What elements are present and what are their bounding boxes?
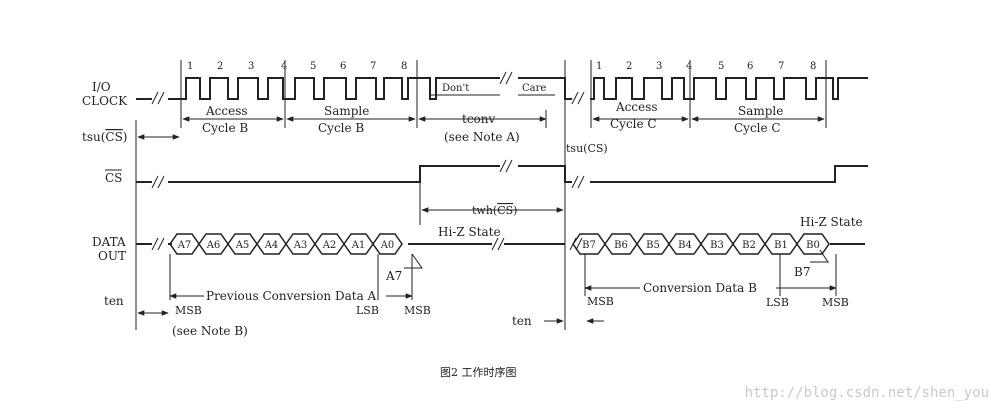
- msb-label-b2: MSB: [822, 296, 849, 309]
- clock-number: 2: [217, 61, 223, 72]
- clock-number: 4: [686, 61, 692, 72]
- access-cycle-b-line2: Cycle B: [202, 121, 248, 135]
- tsu-cs-right-label: tsu(CS): [566, 142, 608, 155]
- bus-b-segments: B7 B6 B5 B4 B3 B2 B1 B0: [572, 233, 830, 255]
- twh-label: twh(CS): [472, 204, 517, 217]
- access-cycle-c-line1: Access: [615, 100, 658, 114]
- sample-cycle-b-line2: Cycle B: [318, 121, 364, 135]
- dont-care-right: Care: [522, 83, 546, 94]
- clock-number: 5: [310, 61, 316, 72]
- bus-a-label: A5: [235, 240, 250, 251]
- bus-b-label: B6: [614, 240, 628, 251]
- tsu-cs-left-label: tsu(CS): [82, 130, 127, 144]
- access-cycle-b-line1: Access: [205, 104, 248, 118]
- io-clock-label-line1: I/O: [92, 80, 111, 94]
- sample-cycle-b-line1: Sample: [324, 104, 369, 118]
- figure-caption: 图2 工作时序图: [440, 365, 517, 379]
- clock-number: 7: [778, 61, 784, 72]
- bus-b-label: B5: [646, 240, 660, 251]
- prev-data-a-label: Previous Conversion Data A: [206, 289, 377, 303]
- access-cycle-c-line2: Cycle C: [610, 117, 657, 131]
- bus-b-label: B3: [710, 240, 724, 251]
- bus-b-segment: [796, 233, 830, 255]
- bus-a-label: A3: [293, 240, 308, 251]
- note-a-label: (see Note A): [444, 130, 520, 144]
- a7-pointer: [404, 253, 423, 269]
- sample-cycle-c-line1: Sample: [738, 104, 783, 118]
- bus-a-label: A2: [322, 240, 337, 251]
- note-b-label: (see Note B): [172, 324, 248, 338]
- bus-b-label: B0: [806, 240, 820, 251]
- lsb-label-a: LSB: [356, 304, 379, 317]
- clock-numbers-first: 1 2 3 4 5 6 7 8: [187, 61, 407, 72]
- watermark: http://blog.csdn.net/shen_you: [744, 385, 989, 401]
- bus-a-label: A0: [380, 240, 395, 251]
- msb-label-b: MSB: [587, 295, 614, 308]
- bus-b-label: B2: [742, 240, 756, 251]
- bus-b-label: B1: [774, 240, 788, 251]
- break-mark-icon: [151, 159, 585, 189]
- bus-b-label: B4: [678, 240, 692, 251]
- b7-marker-label: B7: [794, 265, 810, 279]
- cycle-markers: [180, 60, 827, 330]
- bus-a-segment: [372, 233, 403, 255]
- hiz-state-label-2: Hi-Z State: [800, 215, 863, 229]
- ten-right-label: ten: [512, 314, 532, 328]
- clock-number: 6: [340, 61, 346, 72]
- clock-number: 8: [810, 61, 816, 72]
- a7-marker-label: A7: [385, 269, 402, 283]
- data-out-label-line1: DATA: [92, 235, 126, 249]
- io-clock-label-line2: CLOCK: [82, 94, 128, 108]
- clock-number: 8: [401, 61, 407, 72]
- bus-a-label: A1: [351, 240, 366, 251]
- dont-care-left: Don't: [442, 83, 469, 94]
- clock-number: 1: [596, 61, 602, 72]
- b7-pointer: [810, 249, 829, 263]
- hiz-state-label-1: Hi-Z State: [438, 225, 501, 239]
- bus-a-label: A4: [264, 240, 279, 251]
- bus-b-label: B7: [582, 240, 596, 251]
- prev-data-a-label-bg: [204, 286, 386, 302]
- data-out-label-line2: OUT: [98, 249, 126, 263]
- msb-label-a2: MSB: [404, 304, 431, 317]
- ten-left-label: ten: [104, 294, 124, 308]
- break-mark-icon: [151, 71, 585, 105]
- clock-waveform-right: [590, 77, 868, 100]
- bus-a-segments: A7 A6 A5 A4 A3 A2 A1 A0: [169, 233, 403, 255]
- clock-number: 1: [187, 61, 193, 72]
- clock-number: 2: [626, 61, 632, 72]
- clock-number: 3: [656, 61, 662, 72]
- clock-number: 6: [747, 61, 753, 72]
- clock-waveform-left: [136, 77, 500, 100]
- bus-a-label: A6: [206, 240, 221, 251]
- clock-number: 3: [248, 61, 254, 72]
- cs-label: CS: [105, 171, 122, 185]
- conv-data-b-label-bg: [640, 278, 776, 294]
- conv-data-b-label: Conversion Data B: [643, 281, 757, 295]
- sample-cycle-c-line2: Cycle C: [734, 121, 781, 135]
- clock-numbers-second: 1 2 3 4 5 6 7 8: [596, 61, 816, 72]
- clock-number: 5: [718, 61, 724, 72]
- lsb-label-b: LSB: [766, 296, 789, 309]
- clock-number: 4: [281, 61, 287, 72]
- msb-label-a: MSB: [175, 304, 202, 317]
- tconv-label: tconv: [462, 112, 495, 126]
- bus-a-label: A7: [177, 240, 192, 251]
- clock-number: 7: [370, 61, 376, 72]
